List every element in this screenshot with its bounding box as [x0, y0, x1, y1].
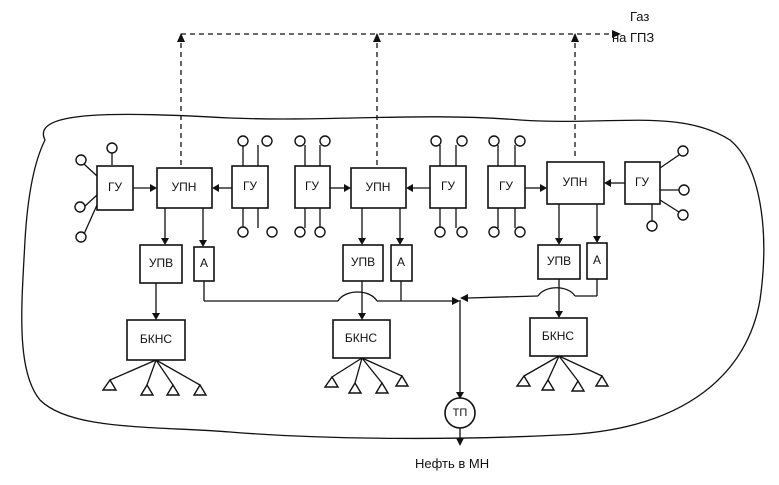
injection-well: [139, 383, 155, 396]
well: [237, 226, 249, 238]
well: [75, 231, 87, 243]
gu-label: ГУ: [635, 175, 649, 189]
upn-box: [156, 167, 213, 209]
well: [294, 226, 306, 238]
bkns-box: [529, 317, 588, 357]
well: [430, 135, 442, 147]
upv-box: [342, 244, 384, 282]
oil-collector: [203, 279, 598, 399]
gas-collector: [177, 30, 621, 168]
well: [488, 226, 500, 238]
gu-box: [429, 165, 467, 209]
cluster-2: ГУ УПН ГУ УПВ А БКНС: [294, 135, 468, 394]
well: [237, 135, 249, 147]
well: [677, 209, 689, 221]
gu-box: [487, 165, 526, 209]
gu-label: ГУ: [305, 179, 319, 193]
field-boundary: [21, 113, 765, 440]
well: [514, 135, 526, 147]
gu-box: [231, 165, 269, 209]
tp-label: ТП: [453, 407, 468, 419]
injection-well: [374, 381, 390, 394]
well: [456, 135, 468, 147]
injection-well: [515, 374, 532, 387]
gu-label: ГУ: [441, 179, 455, 193]
upn-label: УПН: [172, 180, 197, 194]
cluster-3: ГУ УПН ГУ УПВ А БКНС: [487, 135, 690, 392]
a-label: А: [397, 255, 405, 269]
upv-label: УПВ: [351, 255, 375, 269]
injection-well: [192, 383, 208, 396]
gas-label-line1: Газ: [630, 9, 649, 24]
oil-output-label: Нефть в МН: [415, 456, 489, 471]
upv-label: УПВ: [547, 254, 571, 268]
bkns-label: БКНС: [542, 329, 575, 343]
injection-well: [101, 378, 118, 391]
bkns-label: БКНС: [345, 331, 378, 345]
well: [646, 220, 658, 232]
upn-box: [350, 167, 407, 209]
gu-box: [96, 165, 134, 211]
well: [677, 145, 689, 157]
well: [266, 226, 278, 238]
gu-label: ГУ: [108, 180, 122, 194]
injection-well: [594, 374, 610, 387]
gu-label: ГУ: [499, 179, 513, 193]
gas-label-line2: на ГПЗ: [612, 30, 654, 45]
upn-label: УПН: [366, 180, 391, 194]
well: [261, 135, 273, 147]
injection-well: [323, 375, 340, 388]
well: [434, 226, 446, 238]
well: [456, 226, 468, 238]
injection-well: [347, 381, 363, 394]
gu-well-lines: [83, 152, 113, 235]
well: [678, 184, 690, 196]
well: [74, 201, 86, 213]
well: [106, 142, 118, 154]
a-label: А: [200, 256, 208, 270]
injection-well: [394, 374, 410, 387]
bkns-box: [332, 319, 391, 359]
well: [314, 226, 326, 238]
well: [294, 135, 306, 147]
injection-well: [165, 383, 181, 396]
upn-label: УПН: [563, 175, 588, 189]
bkns-label: БКНС: [140, 332, 173, 346]
well: [514, 226, 526, 238]
gu-box: [624, 161, 661, 205]
upv-label: УПВ: [149, 256, 173, 270]
well: [75, 154, 87, 166]
upv-box: [139, 244, 183, 284]
gu-label: ГУ: [243, 179, 257, 193]
gu-box: [294, 165, 331, 209]
injection-well: [570, 379, 586, 392]
injection-well: [540, 378, 556, 391]
cluster-1: ГУ УПН ГУ УПВ А БКНС: [74, 135, 278, 396]
well: [319, 135, 331, 147]
well: [488, 135, 500, 147]
a-label: А: [593, 253, 601, 267]
upn-box: [546, 161, 605, 205]
